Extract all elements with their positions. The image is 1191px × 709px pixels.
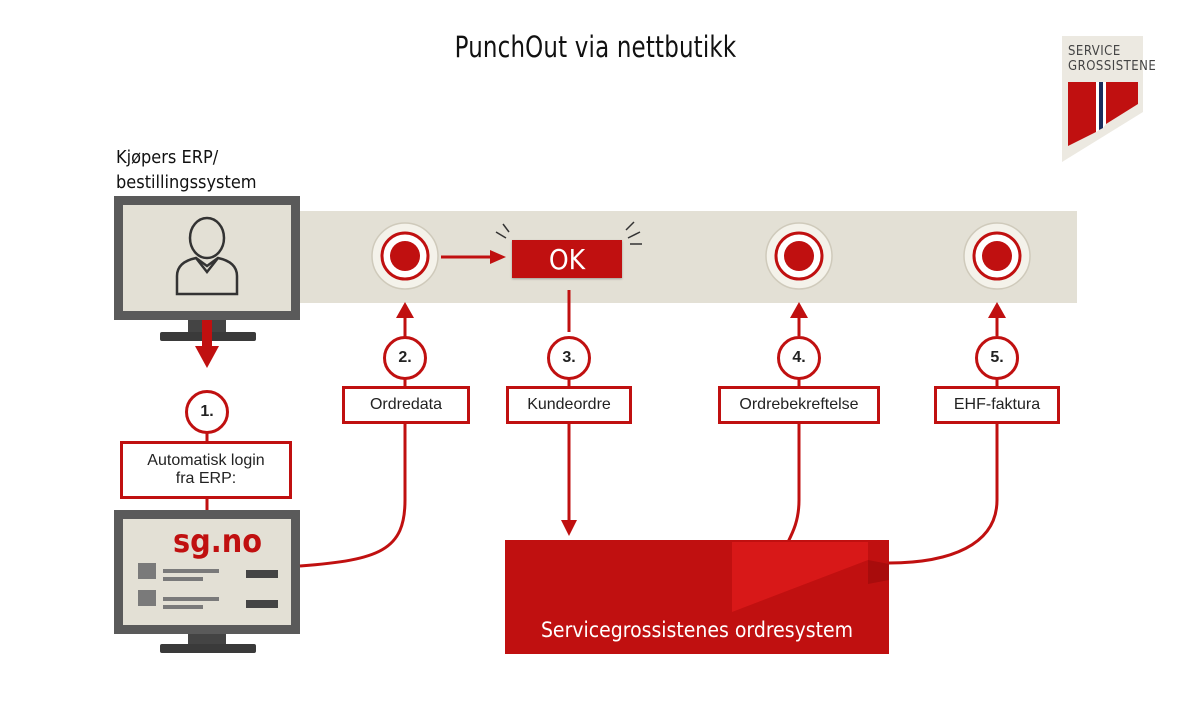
process-button-4	[765, 222, 833, 290]
arrow-down-3	[561, 520, 577, 536]
arrow-down-erp-head	[195, 346, 219, 368]
step-number-2: 2.	[383, 336, 427, 380]
arrow-up-4	[790, 302, 808, 318]
ok-sparks	[495, 221, 642, 245]
step-label-5: EHF-faktura	[934, 386, 1060, 424]
order-system-label: Servicegrossistenes ordresystem	[540, 618, 854, 642]
erp-label-line1: Kjøpers ERP/	[116, 147, 219, 168]
page-title: PunchOut via nettbutikk	[454, 30, 737, 64]
step-label-3: Kundeordre	[506, 386, 632, 424]
logo-line1: SERVICE	[1068, 44, 1121, 59]
erp-label-line2: bestillingssystem	[116, 172, 257, 193]
step-number-3: 3.	[547, 336, 591, 380]
logo-line2: GROSSISTENE	[1068, 59, 1157, 74]
order-system-block	[505, 540, 889, 654]
flow-line-4	[786, 423, 801, 543]
arrow-up-2	[396, 302, 414, 318]
ok-badge: OK	[512, 240, 622, 278]
arrow-up-5	[988, 302, 1006, 318]
step-label-2: Ordredata	[342, 386, 470, 424]
webshop-url: sg.no	[173, 522, 262, 560]
flow-line-5	[887, 423, 999, 565]
process-button-5	[963, 222, 1031, 290]
brand-logo	[1062, 36, 1143, 162]
arrow-down-erp	[202, 320, 212, 348]
flow-line-2	[299, 423, 407, 568]
erp-label: Kjøpers ERP/ bestillingssystem	[116, 145, 257, 195]
step-label-1: Automatisk login fra ERP:	[120, 441, 292, 499]
process-button-1	[371, 222, 439, 290]
step-label-4: Ordrebekreftelse	[718, 386, 880, 424]
step-label-1-line1: Automatisk login	[147, 452, 265, 469]
user-icon	[175, 216, 239, 296]
step-label-1-line2: fra ERP:	[175, 470, 237, 487]
step-number-5: 5.	[975, 336, 1019, 380]
arrow-right-ok	[490, 250, 506, 264]
step-number-1: 1.	[185, 390, 229, 434]
step-number-4: 4.	[777, 336, 821, 380]
webshop-monitor	[114, 510, 300, 653]
